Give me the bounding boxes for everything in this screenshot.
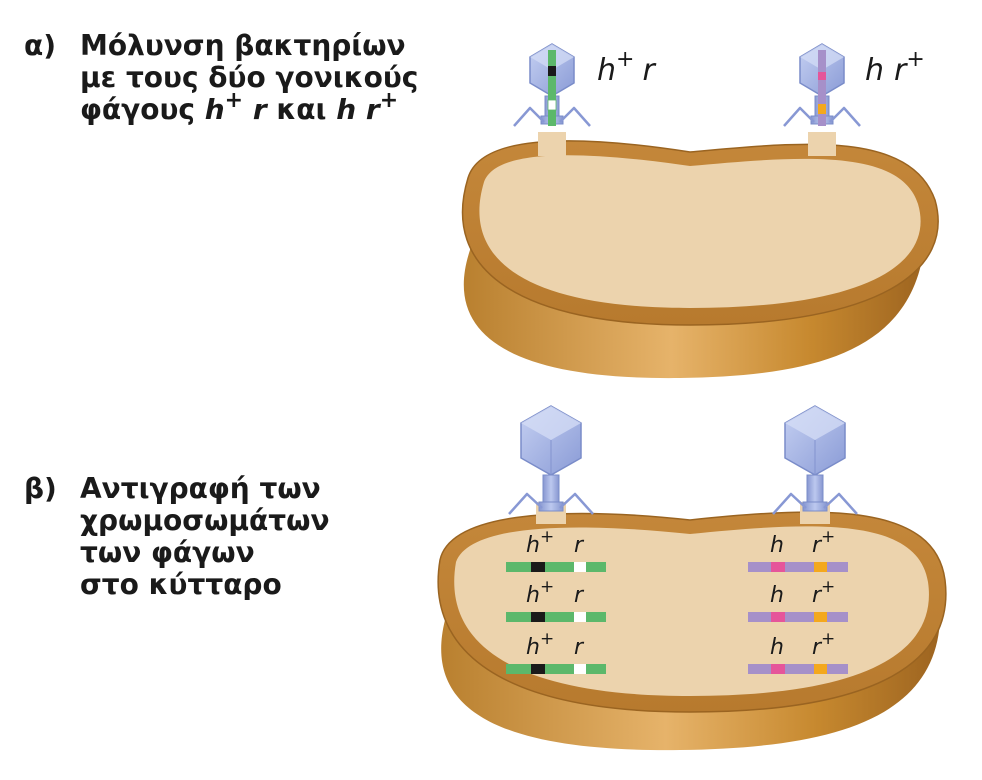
panel-b-line2: χρωμοσωμάτων	[80, 504, 330, 537]
panel-b-line4: στο κύτταρο	[80, 568, 282, 601]
phage-empty-right	[771, 404, 859, 516]
chromosomes-h-plus-r	[506, 562, 606, 674]
panel-b-caption: β) Αντιγραφή των χρωμοσωμάτων των φάγων σ…	[24, 473, 330, 601]
panel-a-letter: α)	[24, 29, 57, 62]
bacterial-cell-b	[437, 502, 947, 751]
panel-a-gene-r2: r	[365, 93, 380, 126]
panel-a-line3: φάγους h+ r και h r+	[24, 90, 418, 126]
chromosome-left-label-3: h+r	[526, 629, 585, 660]
chromosome-right-1	[748, 562, 848, 572]
marker-h	[818, 72, 826, 80]
panel-b-line3: των φάγων	[80, 536, 255, 569]
panel-a-line1: Μόλυνση βακτηρίων	[80, 29, 406, 62]
phage-empty-left	[507, 404, 595, 516]
panel-a-line3-prefix: φάγους	[80, 93, 205, 126]
chromosomes-h-r-plus	[748, 562, 848, 674]
chromosome-left-label-1: h+r	[526, 527, 585, 558]
chromosome-left-1	[506, 562, 606, 572]
panel-a-gene-h1-sup: +	[224, 88, 244, 113]
marker-r	[547, 99, 557, 111]
chromosome-right-2	[748, 612, 848, 622]
chromosome-left-2	[506, 612, 606, 622]
phage-h-plus-r	[512, 42, 592, 128]
panel-a-gene-h2: h	[336, 93, 357, 126]
chromosome-right-3	[748, 664, 848, 674]
chromosome-left-3	[506, 664, 606, 674]
panel-a-gene-r1: r	[252, 93, 267, 126]
panel-b-letter: β)	[24, 472, 57, 505]
bacterial-cell-a	[461, 132, 939, 379]
panel-b-line1: Αντιγραφή των	[80, 472, 321, 505]
panel-a-gene-r2-sup: +	[379, 88, 399, 113]
phage-left-label: h+r	[597, 47, 656, 88]
panel-a-line2: με τους δύο γονικούς	[80, 61, 419, 94]
phage-h-r-plus	[782, 42, 862, 128]
marker-r-plus	[818, 104, 826, 114]
chromosome-left-label-2: h+r	[526, 577, 585, 608]
panel-a-caption: α) Μόλυνση βακτηρίων με τους δύο γονικούς…	[24, 30, 418, 126]
panel-a-conjunction: και	[266, 93, 337, 126]
panel-a-gene-h1: h	[204, 93, 225, 126]
marker-h-plus	[548, 66, 556, 76]
